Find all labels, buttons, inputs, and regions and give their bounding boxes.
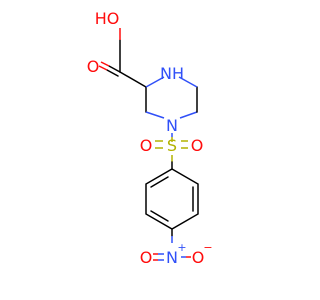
atom-nitro-o-left: O	[140, 248, 153, 267]
bond-n1-ch2	[179, 111, 198, 119]
atom-ring-n: N	[166, 116, 178, 135]
atom-sulfonyl-o-right: O	[191, 136, 204, 155]
bond-ch2-nh	[178, 76, 198, 88]
bond-ch2-n1	[145, 111, 165, 119]
bond-acid-ring	[119, 71, 147, 88]
atom-sulfonyl-o-left: O	[140, 136, 153, 155]
bond-co-o-b	[98, 65, 108, 71]
atom-nitro-o-right: O	[192, 248, 205, 267]
atom-nitro-n: N	[166, 248, 178, 267]
benzene-ring	[145, 168, 199, 230]
bond-c1-co-b	[106, 69, 119, 77]
bond-nh-c2	[145, 76, 165, 88]
bond-c1-co-a	[108, 65, 121, 73]
atom-amine-nh: NH	[160, 64, 184, 83]
nitro-n-charge: +	[177, 241, 186, 254]
molecule-structure: HO O NH N S O O N + O O −	[87, 9, 213, 267]
bond-co-o-a	[100, 61, 110, 67]
benzene-inner-3	[150, 176, 169, 188]
atom-sulfur: S	[167, 136, 177, 155]
benzene-inner-2	[150, 210, 169, 222]
atom-carbonyl-o: O	[87, 57, 100, 76]
atom-oh-label: HO	[95, 9, 120, 28]
nitro-o-charge: −	[203, 241, 212, 254]
